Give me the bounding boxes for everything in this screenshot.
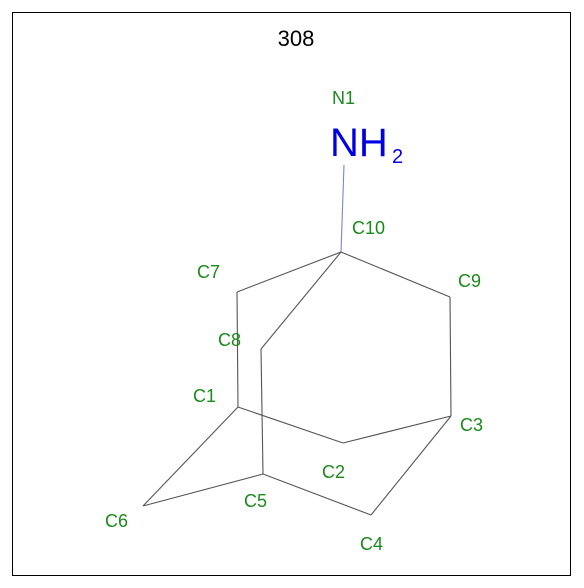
atom-label-c8: C8	[218, 330, 241, 350]
atom-label-c10: C10	[352, 218, 385, 238]
bond-c2-c3	[342, 415, 452, 444]
bond-c4-c3	[370, 415, 452, 516]
bond-layer	[142, 164, 452, 516]
atom-label-c7: C7	[197, 262, 220, 282]
nh2-symbol: NH	[330, 121, 388, 165]
diagram-frame	[12, 12, 571, 576]
atom-label-c9: C9	[458, 271, 481, 291]
atom-label-n1: N1	[332, 88, 355, 108]
nh2-subscript: 2	[392, 146, 403, 168]
bond-c9-c3	[449, 296, 452, 417]
bond-c7-c1	[236, 291, 239, 408]
atom-label-c3: C3	[460, 415, 483, 435]
bond-c10-c9	[340, 251, 451, 298]
molecule-title: 308	[277, 26, 315, 51]
bond-c1-c6	[142, 406, 239, 507]
bond-c8-c5	[260, 348, 264, 475]
bond-c6-c5	[142, 473, 264, 507]
bond-c10-c8	[260, 251, 342, 350]
atom-label-c1: C1	[193, 386, 216, 406]
bond-n1-c10	[340, 164, 345, 253]
bond-c5-c4	[262, 473, 372, 516]
atom-label-c6: C6	[105, 511, 128, 531]
atom-label-c5: C5	[244, 491, 267, 511]
bond-c10-c7	[236, 251, 342, 293]
atom-label-c2: C2	[322, 462, 345, 482]
bond-c1-c2	[237, 406, 344, 444]
atom-label-c4: C4	[360, 534, 383, 554]
